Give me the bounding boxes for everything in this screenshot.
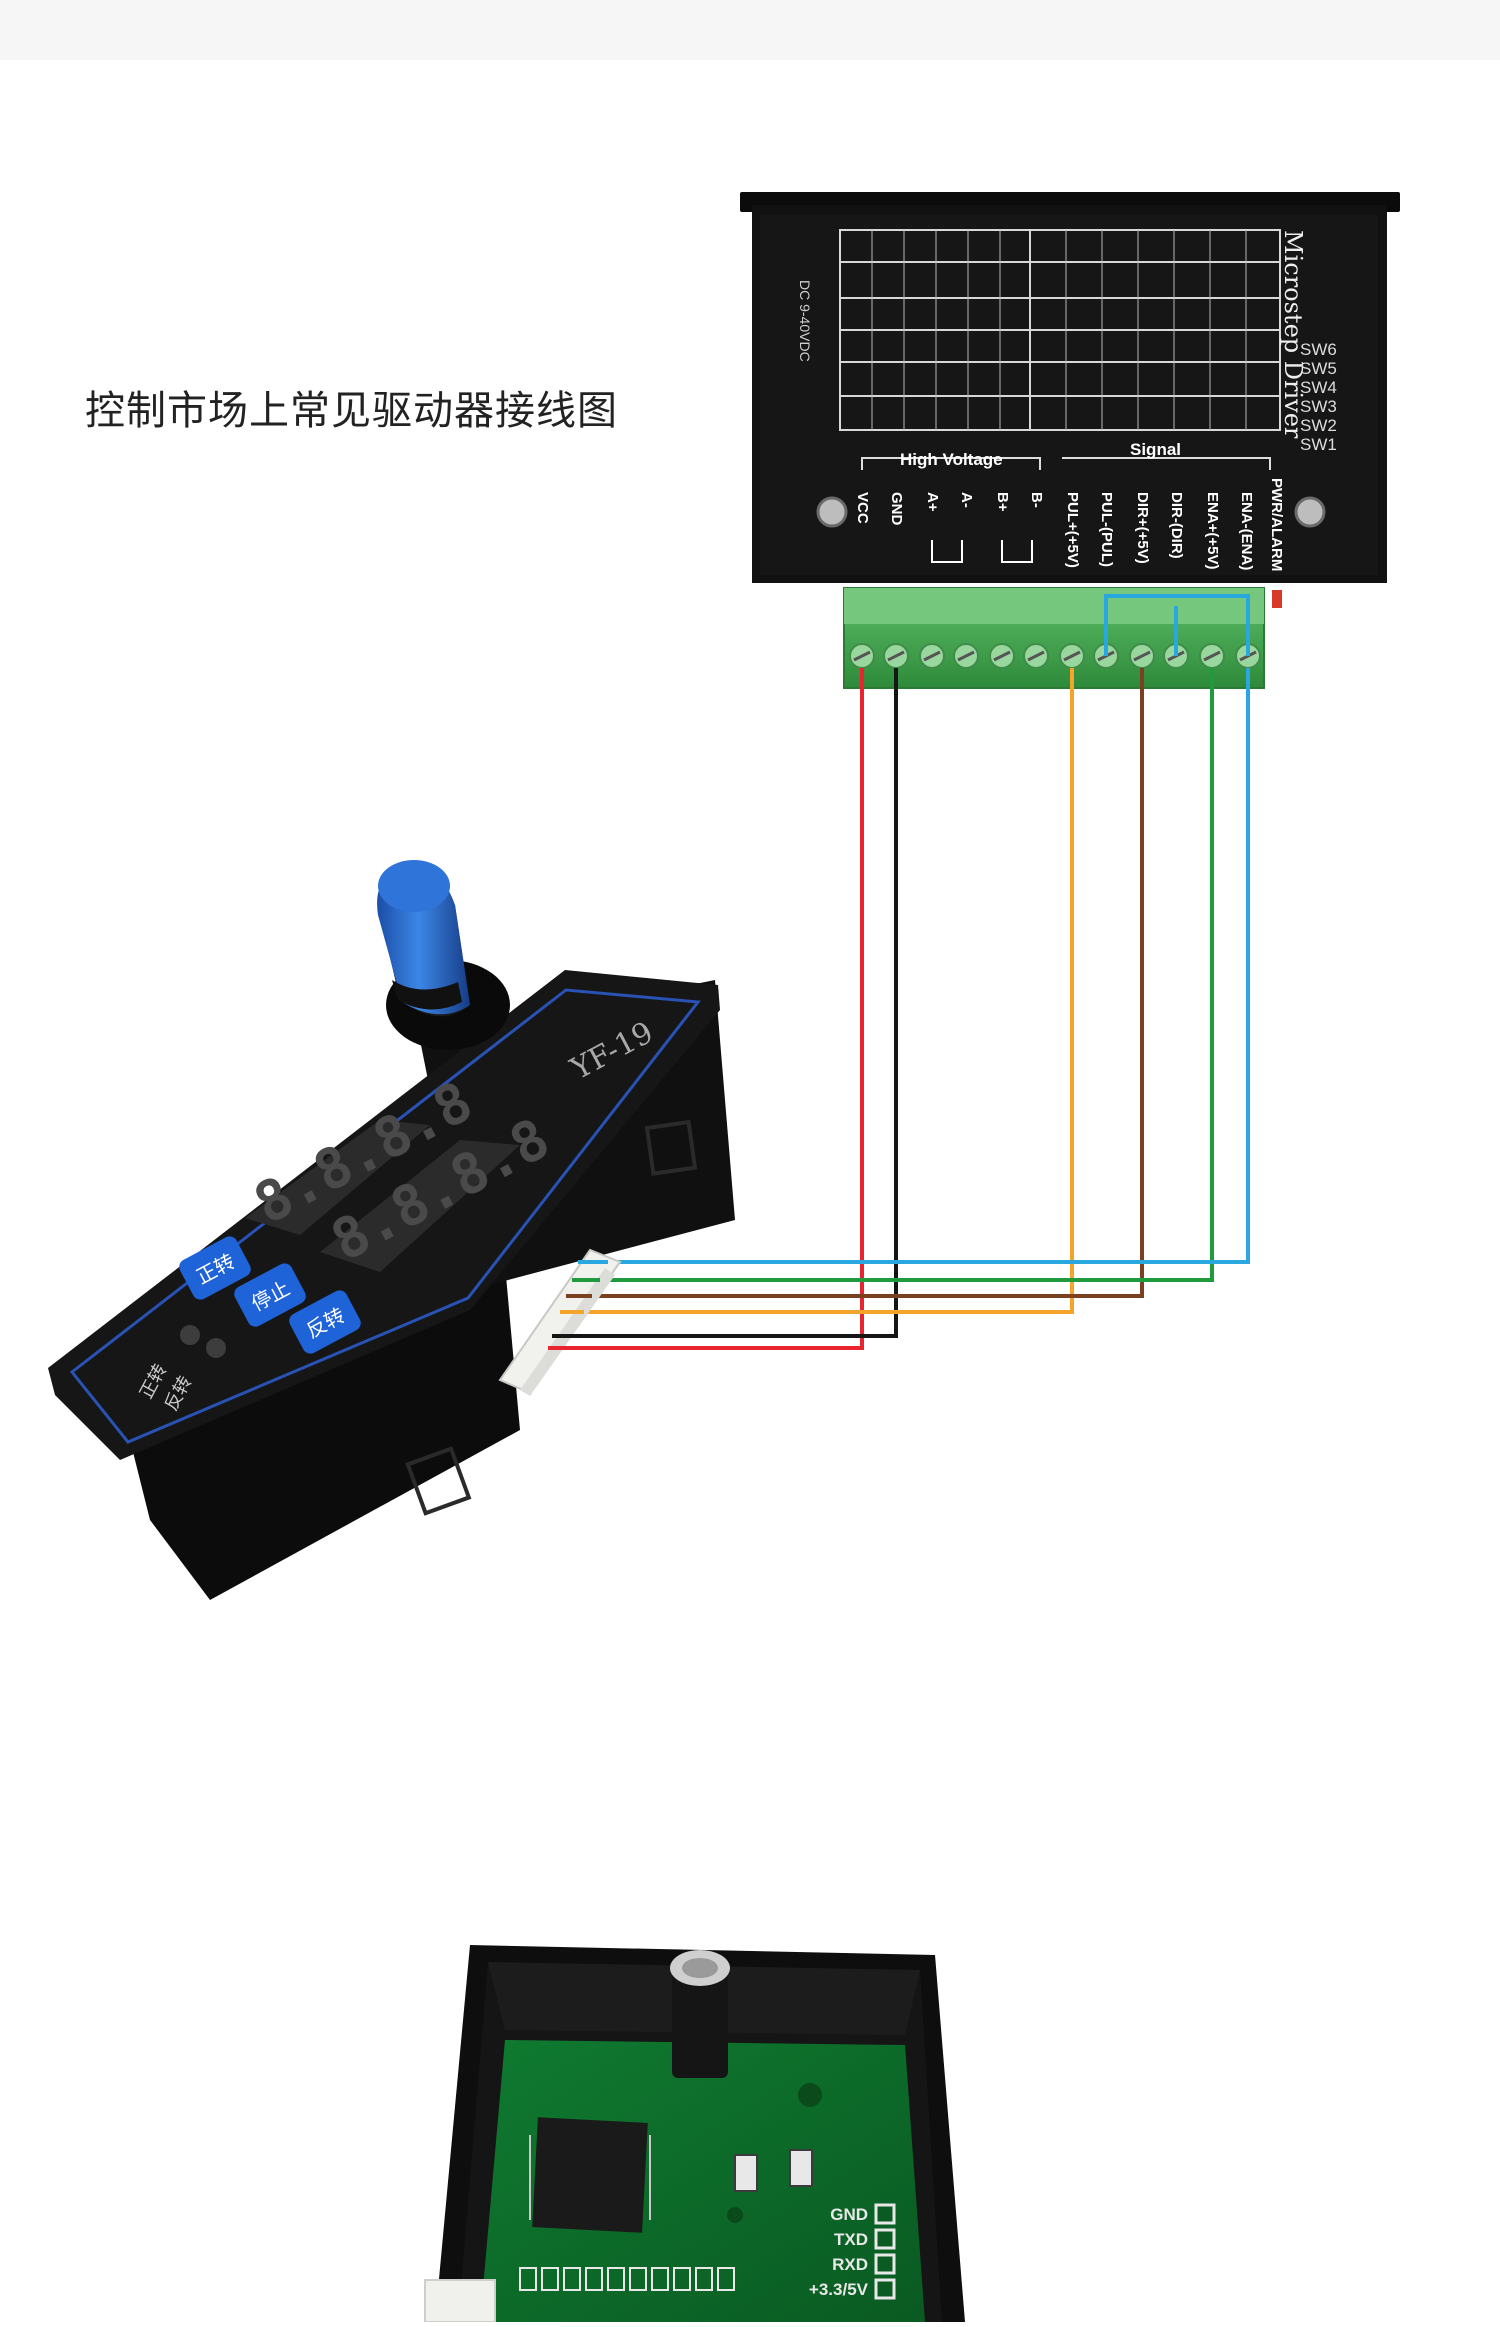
dip-switch-table bbox=[839, 229, 1281, 431]
reverse-button[interactable]: 反转 bbox=[286, 1288, 363, 1357]
sw-label: SW5 bbox=[1300, 359, 1337, 378]
pcb-label: +3.3/5V bbox=[809, 2280, 869, 2299]
sw-label-list: SW6 SW5 SW4 SW3 SW2 SW1 bbox=[1300, 340, 1337, 454]
terminal-label: PUL+(+5V) bbox=[1064, 492, 1081, 568]
terminal-label: B+ bbox=[994, 492, 1011, 512]
page-heading: 控制市场上常见驱动器接线图 bbox=[85, 388, 618, 434]
sw-label: SW2 bbox=[1300, 416, 1337, 435]
speed-controller: YF-19 8.8.8.8 8.8.8.8 正转 停止 反转 bbox=[48, 860, 735, 1600]
terminal-label: GND bbox=[888, 492, 905, 526]
capacitor-icon bbox=[670, 1950, 730, 2078]
forward-led-icon bbox=[180, 1325, 200, 1345]
controller-connector bbox=[498, 1248, 622, 1396]
pcb-labels: GND TXD RXD +3.3/5V bbox=[809, 2205, 869, 2299]
terminal-label: ENA+(+5V) bbox=[1204, 492, 1221, 570]
sw-label: SW4 bbox=[1300, 378, 1337, 397]
terminal-label: PWR/ALARM bbox=[1268, 478, 1285, 571]
terminal-label: A- bbox=[958, 492, 975, 508]
group-high-voltage: High Voltage bbox=[900, 450, 1003, 469]
terminal-label: VCC bbox=[854, 492, 871, 524]
pcb-enclosure: GND TXD RXD +3.3/5V bbox=[424, 1945, 965, 2323]
sw-label: SW1 bbox=[1300, 435, 1337, 454]
terminal-label: DIR-(DIR) bbox=[1168, 492, 1185, 559]
pcb-label: GND bbox=[830, 2205, 868, 2224]
terminal-label: DIR+(+5V) bbox=[1134, 492, 1151, 564]
terminal-label: PUL-(PUL) bbox=[1098, 492, 1115, 567]
sw-label: SW6 bbox=[1300, 340, 1337, 359]
pcb-label: TXD bbox=[834, 2230, 868, 2249]
terminal-label: B- bbox=[1028, 492, 1045, 508]
screw-icon bbox=[1294, 496, 1326, 528]
pcb-label: RXD bbox=[832, 2255, 868, 2274]
driver-title: Microstep Driver bbox=[1279, 230, 1307, 439]
speed-knob[interactable] bbox=[377, 860, 510, 1050]
driver-supply-label: DC 9-40VDC bbox=[797, 280, 813, 362]
terminal-block bbox=[843, 587, 1265, 689]
screw-icon bbox=[816, 496, 848, 528]
terminal-labels: VCC GND A+ A- B+ B- PUL+(+5V) PUL-(PUL) … bbox=[854, 478, 1285, 571]
microcontroller-chip-icon bbox=[529, 2117, 651, 2233]
forward-button[interactable]: 正转 bbox=[176, 1234, 253, 1303]
terminal-label: ENA-(ENA) bbox=[1238, 492, 1255, 570]
group-signal: Signal bbox=[1130, 440, 1181, 459]
sw-label: SW3 bbox=[1300, 397, 1337, 416]
stepper-driver: Microstep Driver DC 9-40VDC SW6 SW5 SW4 … bbox=[740, 192, 1400, 689]
terminal-label: A+ bbox=[924, 492, 941, 512]
wiring bbox=[548, 594, 1250, 1350]
stop-button[interactable]: 停止 bbox=[231, 1261, 308, 1330]
reverse-led-icon bbox=[206, 1338, 226, 1358]
